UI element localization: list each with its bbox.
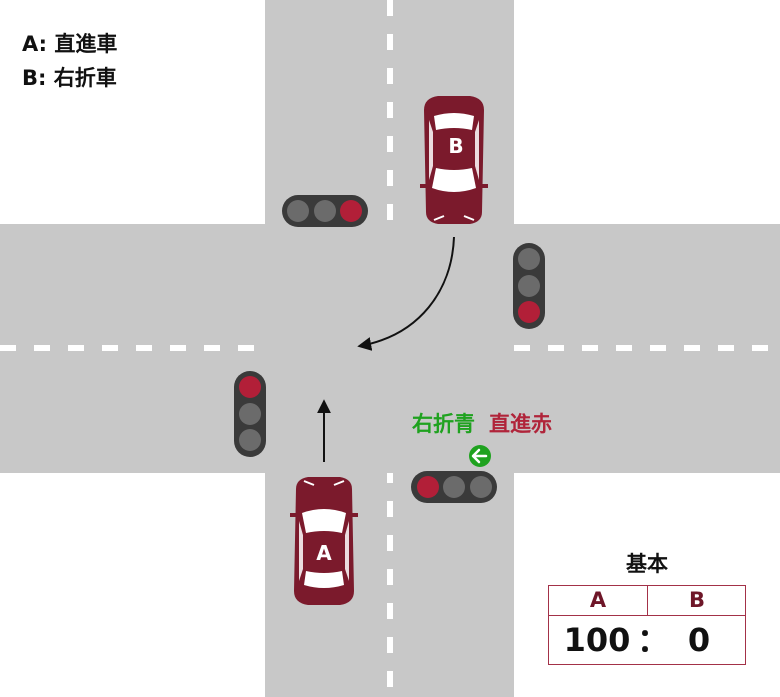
fault-ratio-table: A B 100 ： 0 [548, 585, 746, 665]
car-b [419, 95, 489, 225]
straight-red-label: 直進赤 [489, 412, 552, 436]
score-title: 基本 [626, 552, 668, 576]
car-b-label: B [448, 134, 463, 158]
car-b-turn-arrow [357, 236, 455, 351]
header-a: A [549, 586, 648, 615]
header-b: B [688, 588, 705, 612]
header-divider [549, 615, 745, 616]
value-b: 0 [687, 621, 711, 659]
legend-a: A: 直進車 [22, 32, 118, 56]
signal-south [411, 471, 497, 503]
legend-b: B: 右折車 [22, 66, 117, 90]
left-arrow-green-signal-icon [469, 445, 491, 467]
signal-east [513, 243, 545, 329]
right-turn-green-label: 右折青 [412, 412, 475, 436]
signal-west [234, 371, 266, 457]
signal-north [282, 195, 368, 227]
value-a: 100 [563, 621, 631, 659]
car-a-label: A [316, 541, 332, 565]
